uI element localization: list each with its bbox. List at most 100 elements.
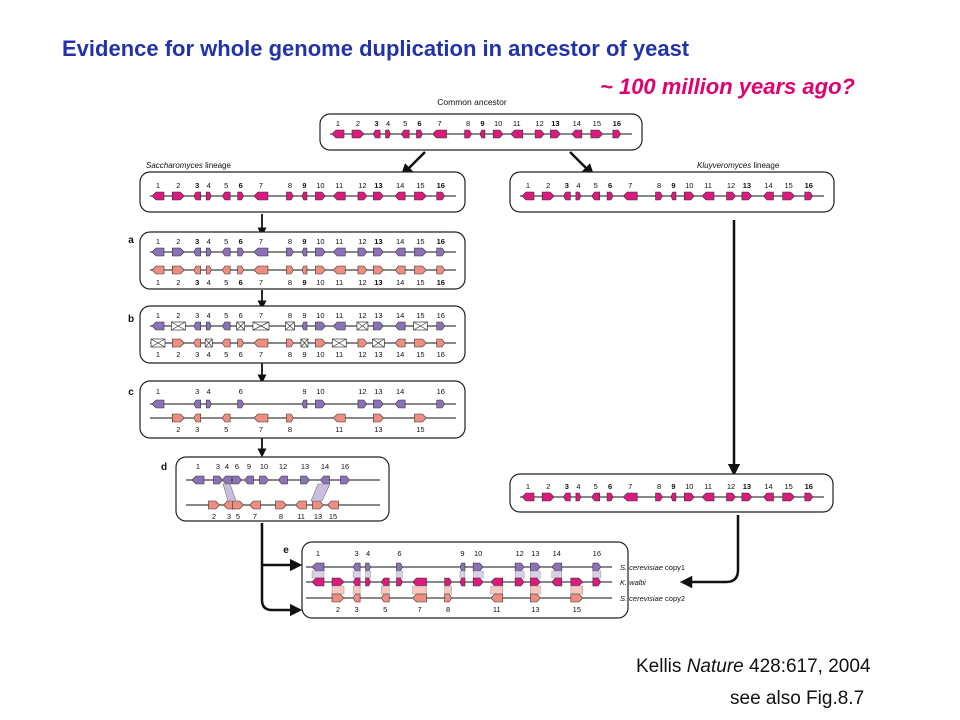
- gene-15: [590, 129, 604, 139]
- gene-1-e2: [311, 577, 325, 587]
- gene-number: 13: [374, 311, 382, 320]
- gene-7: [432, 129, 447, 139]
- gene-15-a1: [414, 247, 427, 257]
- kwaltii-to-e-arrow: [679, 515, 740, 589]
- gene-number: 3: [195, 350, 199, 359]
- gene-9-sacc: [301, 191, 308, 201]
- track-label: K. waltii: [620, 578, 646, 587]
- gene-10-d1: [259, 475, 269, 485]
- gene-4: [385, 129, 391, 139]
- gene-number: 14: [396, 387, 404, 396]
- gene-2-a1: [172, 247, 185, 257]
- gene-5-e3: [380, 593, 390, 603]
- gene-16-b2: [436, 338, 446, 348]
- gene-number: 13: [374, 181, 382, 190]
- gene-12-b2: [357, 338, 368, 348]
- gene-6-kluy: [606, 191, 614, 201]
- gene-number: 11: [297, 512, 305, 521]
- gene-1-a2: [151, 265, 165, 275]
- gene-number: 10: [685, 181, 693, 190]
- gene-10-c1: [315, 399, 326, 409]
- panel-letter-e: e: [283, 545, 289, 556]
- gene-14-a2: [394, 265, 406, 275]
- gene-number: 4: [207, 237, 211, 246]
- gene-number: 7: [628, 181, 632, 190]
- gene-7-a2: [253, 265, 269, 275]
- gene-number: 13: [301, 462, 309, 471]
- gene-14-kw: [763, 492, 774, 502]
- gene-number: 5: [594, 482, 598, 491]
- gene-4-d1: [222, 475, 232, 485]
- lineage-suffix: lineage: [753, 161, 779, 170]
- gene-15-e2: [570, 577, 584, 587]
- gene-10-a1: [315, 247, 326, 257]
- gene-4-c1: [205, 399, 212, 409]
- gene-number: 9: [302, 350, 306, 359]
- gene-3-sacc: [193, 191, 201, 201]
- gene-9-c1: [301, 399, 308, 409]
- gene-7-e3: [412, 593, 427, 603]
- gene-number: 10: [316, 387, 324, 396]
- gene-3-c1: [193, 399, 201, 409]
- lineage-genus: Saccharomyces: [146, 161, 205, 170]
- gene-9-a1: [301, 247, 308, 257]
- track-suffix: copy1: [665, 563, 685, 572]
- gene-number: 8: [288, 311, 292, 320]
- gene-6-d1: [232, 475, 242, 485]
- gene-9-kluy: [670, 191, 677, 201]
- gene-number: 11: [513, 119, 521, 128]
- track-label: S. cerevisiae copy1: [620, 563, 685, 572]
- gene-11-e3: [490, 593, 504, 603]
- gene-number: 4: [225, 462, 229, 471]
- gene-11-kluy: [701, 191, 715, 201]
- gene-number: 11: [493, 605, 501, 614]
- gene-7-b2: [253, 338, 269, 348]
- gene-1-kluy: [521, 191, 535, 201]
- gene-1-kw: [521, 492, 535, 502]
- synteny-link: [514, 570, 525, 579]
- gene-number: 15: [784, 181, 792, 190]
- gene-number: 6: [239, 181, 243, 190]
- gene-number: 12: [727, 181, 735, 190]
- gene-number: 4: [207, 387, 211, 396]
- gene-6: [416, 129, 423, 139]
- gene-number: 1: [526, 482, 530, 491]
- gene-16-b1: [436, 321, 446, 331]
- gene-10-kw: [683, 492, 695, 502]
- deleted-gene-cross: [413, 321, 428, 331]
- synteny-link: [352, 585, 361, 595]
- gene-12-kluy: [726, 191, 736, 201]
- gene-4-sacc: [205, 191, 212, 201]
- kluyveromyces-waltii-box: [509, 473, 834, 513]
- synteny-link: [530, 570, 541, 579]
- gene-5-a2: [221, 265, 231, 275]
- kluyveromyces-lineage-label: Kluyveromyces lineage: [697, 161, 780, 170]
- gene-5-d2: [232, 500, 244, 510]
- gene-6-b2: [237, 338, 244, 348]
- gene-number: 13: [314, 512, 322, 521]
- citation-journal: Nature: [686, 656, 744, 677]
- gene-6-sacc: [237, 191, 244, 201]
- gene-5-a1: [221, 247, 231, 257]
- gene-number: 15: [329, 512, 337, 521]
- gene-number: 8: [288, 237, 292, 246]
- gene-number: 15: [573, 605, 581, 614]
- gene-1: [331, 129, 345, 139]
- gene-16-a1: [436, 247, 446, 257]
- gene-9-b1: [301, 321, 308, 331]
- gene-number: 4: [207, 181, 211, 190]
- gene-number: 15: [416, 350, 424, 359]
- gene-14-d1: [320, 475, 330, 485]
- gene-10: [492, 129, 504, 139]
- gene-number: 12: [358, 350, 366, 359]
- gene-11-a2: [332, 265, 346, 275]
- gene-number: 5: [224, 237, 228, 246]
- gene-number: 10: [685, 482, 693, 491]
- gene-number: 4: [207, 350, 211, 359]
- gene-number: 9: [302, 181, 306, 190]
- gene-15-c2: [414, 413, 427, 423]
- gene-13-c2: [373, 413, 384, 423]
- gene-number: 13: [551, 119, 559, 128]
- panel-a-box: [139, 231, 466, 290]
